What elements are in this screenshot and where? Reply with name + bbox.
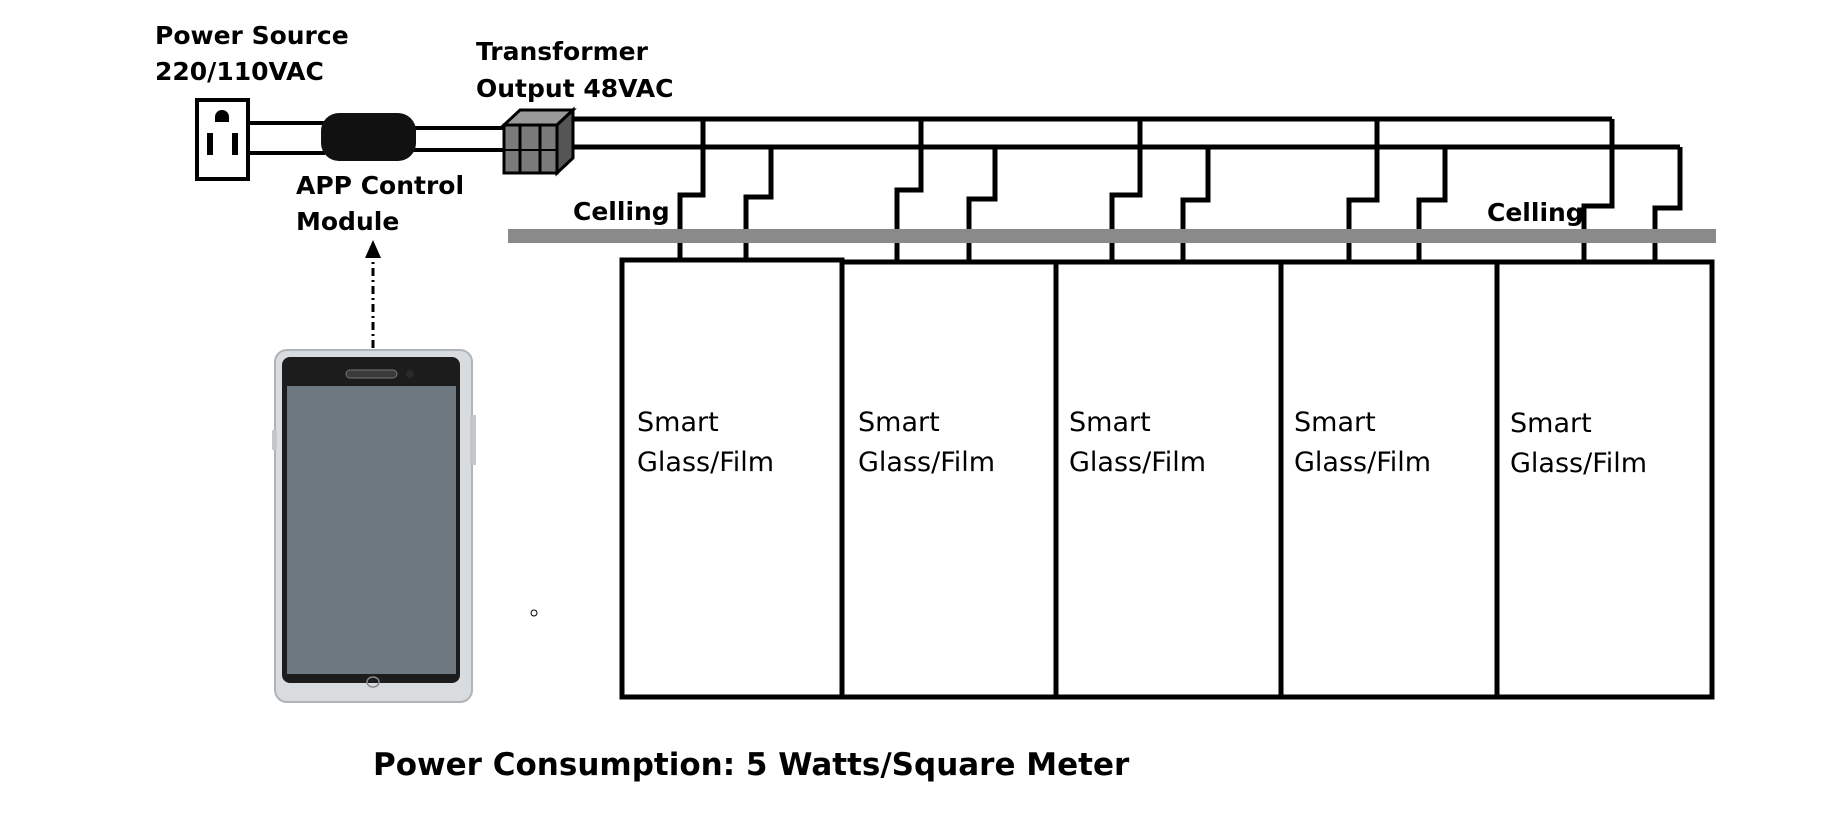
panel-label-line1: Smart <box>1294 407 1376 438</box>
ceiling-label-left: Celling <box>573 197 670 226</box>
ceiling-label-right: Celling <box>1487 198 1584 227</box>
power-consumption-footer: Power Consumption: 5 Watts/Square Meter <box>373 747 1130 783</box>
transformer-icon <box>500 106 577 177</box>
app-control-label-line1: APP Control <box>296 171 464 200</box>
power-source-label-line1: Power Source <box>155 21 349 50</box>
transformer-label-line1: Transformer <box>476 37 649 66</box>
panel-label-line2: Glass/Film <box>1294 447 1431 478</box>
panel-label-line2: Glass/Film <box>1069 447 1206 478</box>
panel-label-line1: Smart <box>637 407 719 438</box>
app-control-module-icon <box>321 113 416 161</box>
panel-label-line1: Smart <box>1510 408 1592 439</box>
wireless-link-arrow <box>365 240 381 348</box>
smart-glass-panel <box>839 259 1059 700</box>
stray-dot <box>530 609 538 617</box>
smart-glass-panels <box>619 257 1715 700</box>
smart-glass-panel <box>1278 259 1500 700</box>
wall-outlet-icon <box>195 98 250 181</box>
panel-label-line2: Glass/Film <box>1510 448 1647 479</box>
smart-glass-panel <box>619 257 845 700</box>
smart-glass-panel <box>1494 259 1715 700</box>
panel-label-line2: Glass/Film <box>637 447 774 478</box>
panel-label-line1: Smart <box>1069 407 1151 438</box>
power-source-label-line2: 220/110VAC <box>155 57 324 86</box>
bus-wires <box>573 116 1680 150</box>
ceiling-bar <box>508 229 1716 243</box>
smartphone-icon <box>272 349 476 703</box>
transformer-label-line2: Output 48VAC <box>476 74 674 103</box>
panel-label-line1: Smart <box>858 407 940 438</box>
app-control-label-line2: Module <box>296 207 399 236</box>
panel-label-line2: Glass/Film <box>858 447 995 478</box>
smart-glass-panel <box>1053 259 1284 700</box>
power-cable <box>248 121 506 155</box>
